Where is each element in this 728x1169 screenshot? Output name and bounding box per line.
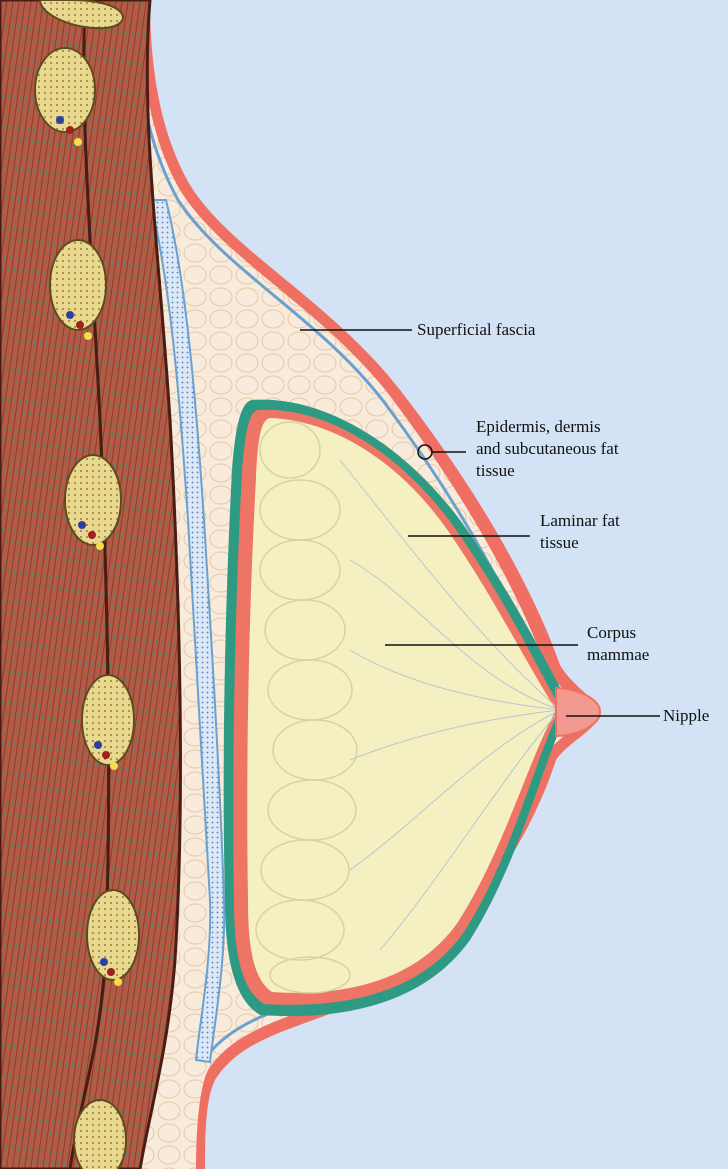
label-epidermis-dermis-subcutaneous: Epidermis, dermis and subcutaneous fat t… <box>476 416 619 482</box>
label-superficial-fascia: Superficial fascia <box>417 319 535 341</box>
label-corpus-mammae: Corpus mammae <box>587 622 649 666</box>
label-laminar-fat-tissue: Laminar fat tissue <box>540 510 620 554</box>
label-nipple: Nipple <box>663 705 709 727</box>
